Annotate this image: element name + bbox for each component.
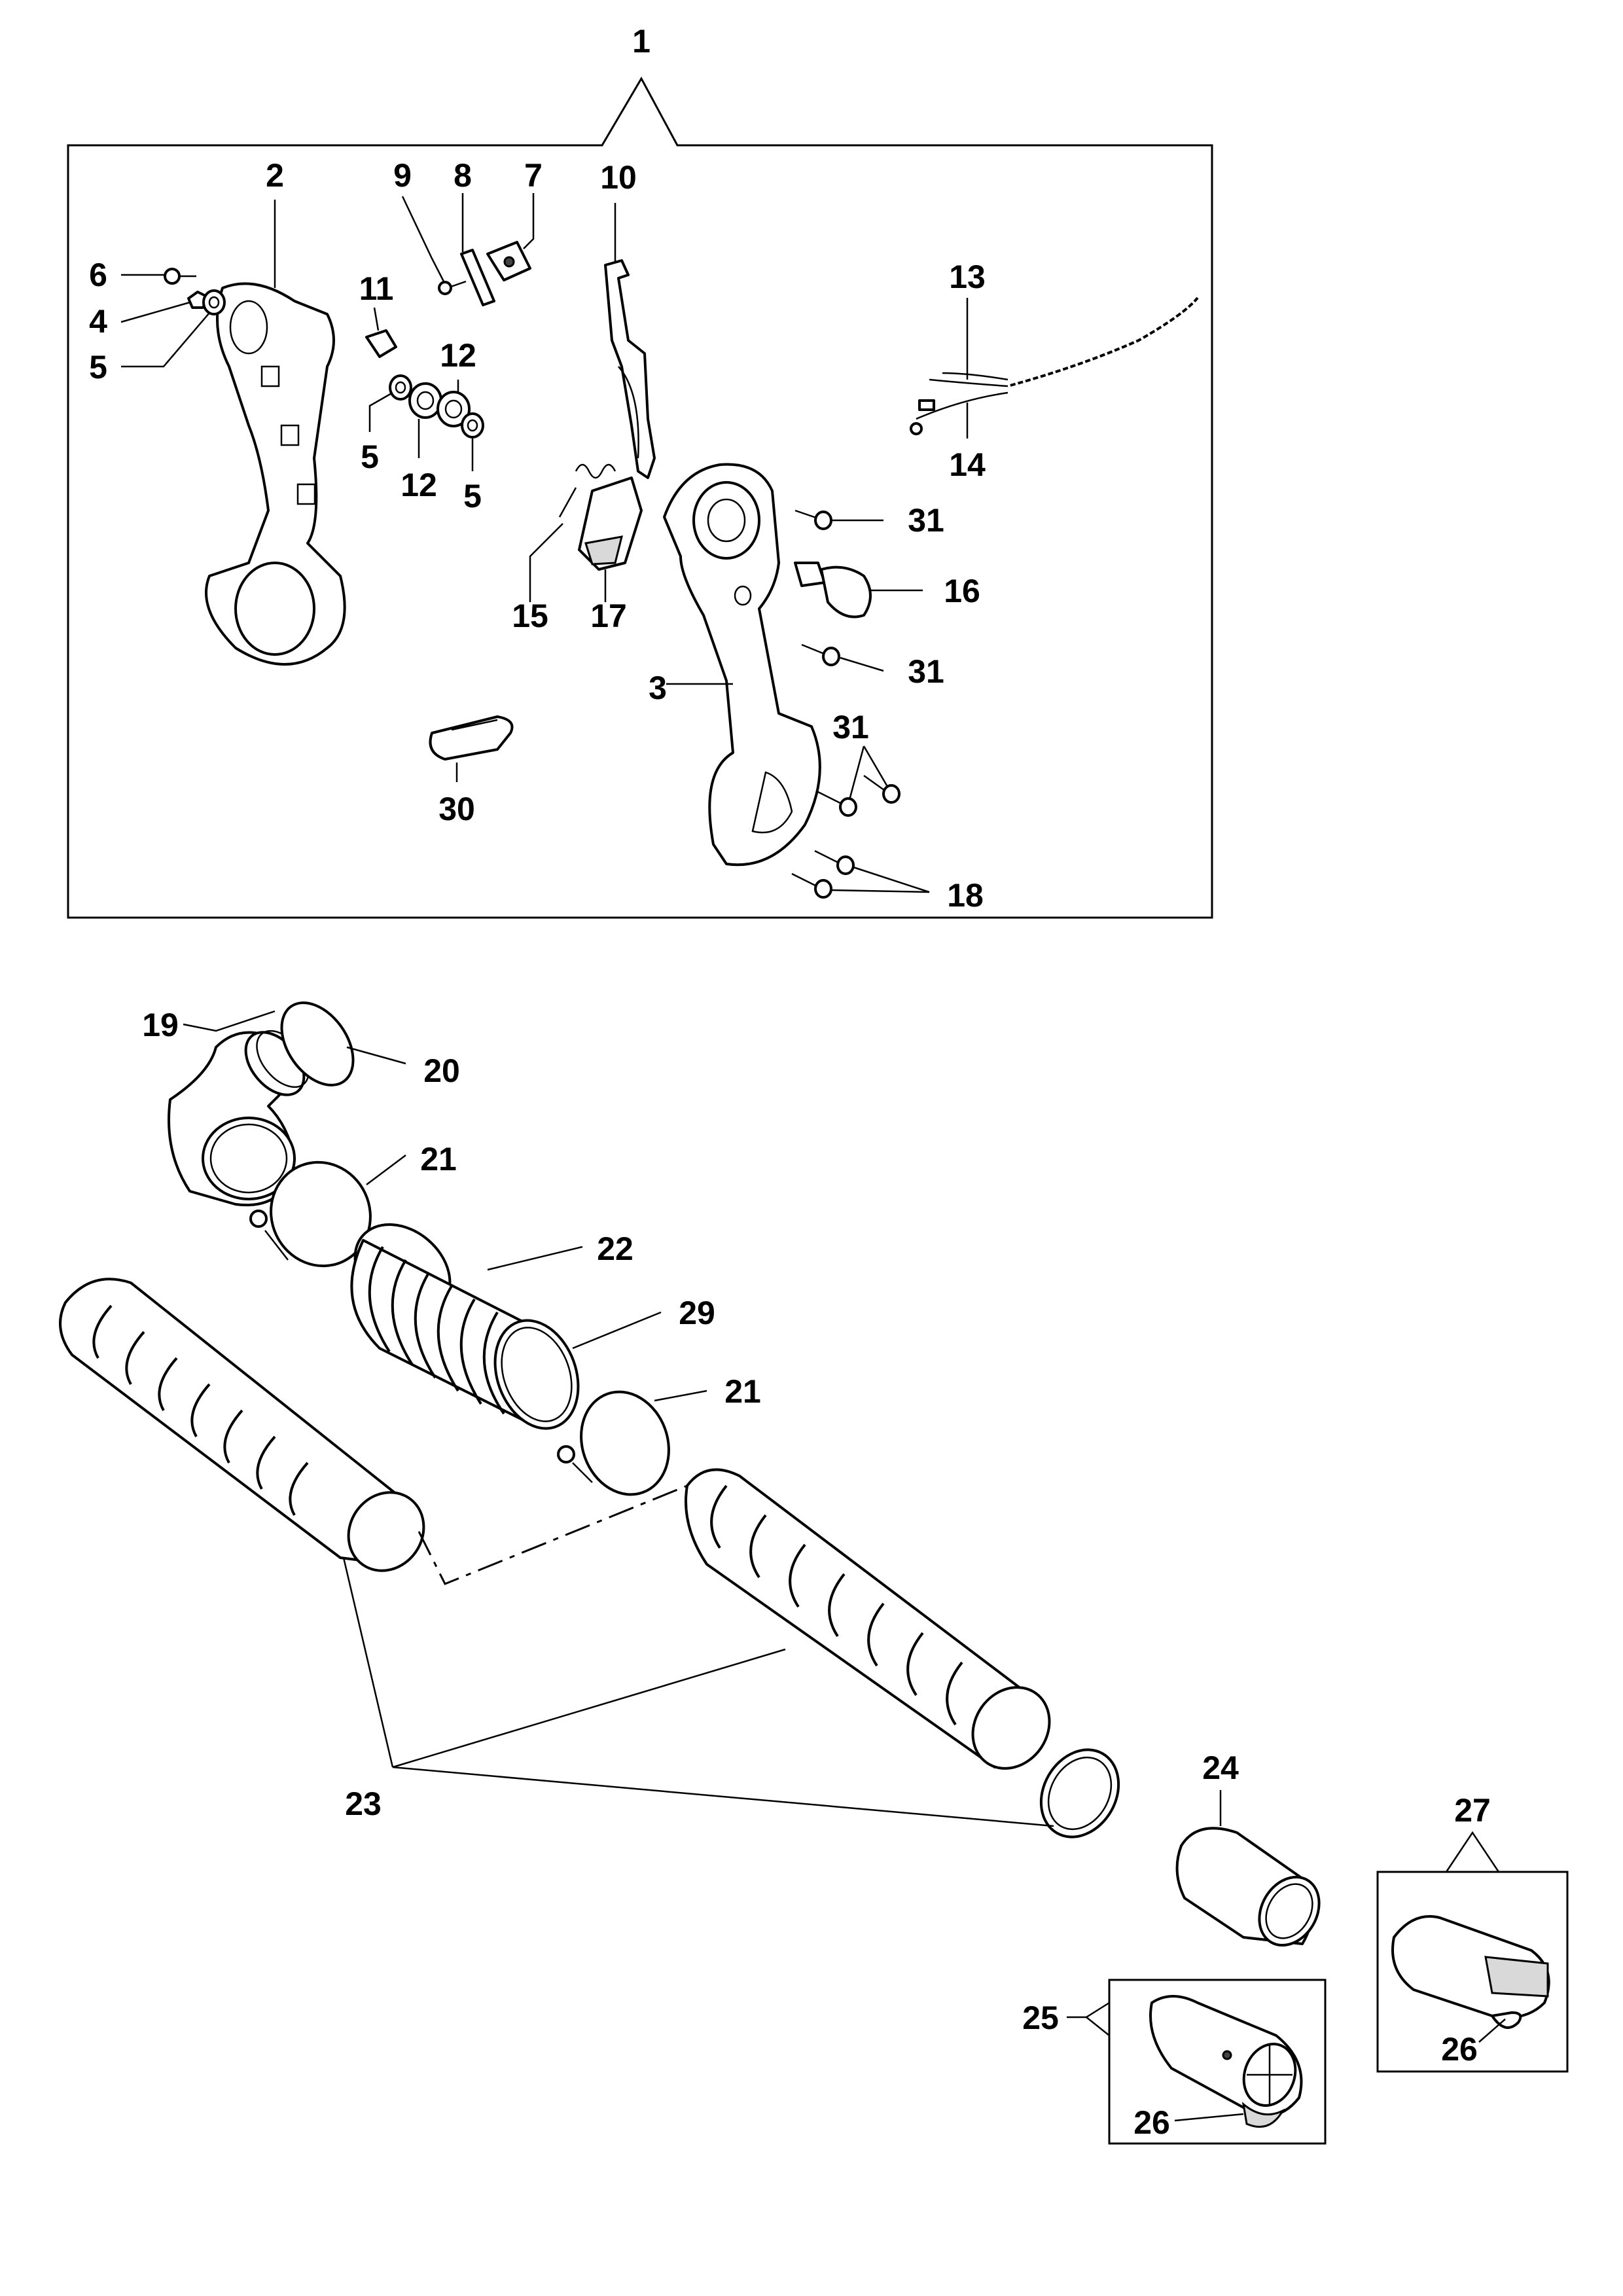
- screw-31-top: [794, 509, 883, 530]
- throttle-lever: [604, 203, 656, 479]
- label-18: 18: [947, 877, 984, 914]
- label-25: 25: [1022, 2000, 1059, 2036]
- plate-7: [486, 193, 535, 281]
- label-5-b: 5: [361, 439, 379, 475]
- label-10: 10: [600, 159, 637, 196]
- clamp-21-lower: [557, 1390, 707, 1496]
- label-27: 27: [1454, 1792, 1491, 1829]
- label-26-a: 26: [1133, 2104, 1170, 2141]
- label-2: 2: [266, 157, 284, 194]
- label-17: 17: [590, 598, 627, 634]
- adapter-24: [1175, 1790, 1321, 1947]
- tubes-23-leaders: [342, 1557, 1054, 1827]
- label-19: 19: [142, 1007, 179, 1043]
- label-1: 1: [632, 23, 651, 60]
- label-12-a: 12: [440, 337, 476, 374]
- assembly-25: [1067, 1979, 1327, 2145]
- tube-alignment-line: [418, 1484, 688, 1585]
- label-15: 15: [512, 598, 548, 634]
- label-5-a: 5: [89, 349, 107, 386]
- label-8: 8: [454, 157, 472, 194]
- screws-18: [791, 850, 930, 899]
- rear-handle-half: [205, 200, 346, 666]
- contact-8: [460, 193, 495, 306]
- label-12-b: 12: [401, 467, 437, 503]
- tube-23-cap: [1039, 1748, 1120, 1839]
- screws-31-bottom: [817, 745, 901, 817]
- label-14: 14: [949, 446, 986, 483]
- assembly-27: [1376, 1831, 1569, 2073]
- washer-4: [120, 291, 209, 323]
- front-handle-half: [663, 463, 821, 867]
- screw-31-middle: [801, 643, 884, 672]
- label-13: 13: [949, 259, 986, 295]
- label-29: 29: [679, 1295, 715, 1331]
- clip-11: [365, 307, 397, 358]
- oring-20: [280, 1001, 406, 1086]
- label-31-a: 31: [908, 502, 944, 539]
- trigger-17: [578, 476, 643, 602]
- label-5-c: 5: [463, 478, 482, 514]
- label-22: 22: [597, 1230, 633, 1267]
- label-24: 24: [1202, 1749, 1239, 1786]
- washers-12-5: [368, 374, 484, 471]
- screw-6: [121, 268, 196, 285]
- label-26-b: 26: [1441, 2031, 1478, 2068]
- callout-labels: 1 2 3 4 5 5 5 6 7 8 9 10 11 12 12 13 14 …: [89, 23, 1491, 2141]
- label-21-b: 21: [724, 1373, 761, 1410]
- label-31-b: 31: [908, 653, 944, 690]
- label-21-a: 21: [420, 1141, 457, 1177]
- knob-16: [794, 562, 923, 619]
- clamp-21-upper: [249, 1155, 406, 1268]
- ring-29: [493, 1311, 662, 1430]
- cable-harness: [910, 293, 1203, 439]
- assembly-frame: [67, 76, 1213, 919]
- label-31-c: 31: [832, 709, 869, 745]
- label-20: 20: [423, 1052, 460, 1089]
- screw-9: [401, 196, 467, 295]
- label-16: 16: [944, 573, 980, 609]
- label-3: 3: [649, 670, 667, 706]
- elbow-19: [168, 1010, 310, 1207]
- label-23: 23: [345, 1785, 382, 1822]
- label-6: 6: [89, 257, 107, 293]
- label-9: 9: [393, 157, 412, 194]
- spacer-5-top: [121, 289, 226, 368]
- label-7: 7: [524, 157, 543, 194]
- tube-23-left: [59, 1278, 425, 1572]
- spring-15: [529, 463, 616, 602]
- label-11: 11: [359, 270, 394, 307]
- label-30: 30: [438, 791, 475, 827]
- pad-30: [429, 715, 514, 782]
- tube-23-middle: [685, 1468, 1051, 1770]
- label-4: 4: [89, 303, 107, 340]
